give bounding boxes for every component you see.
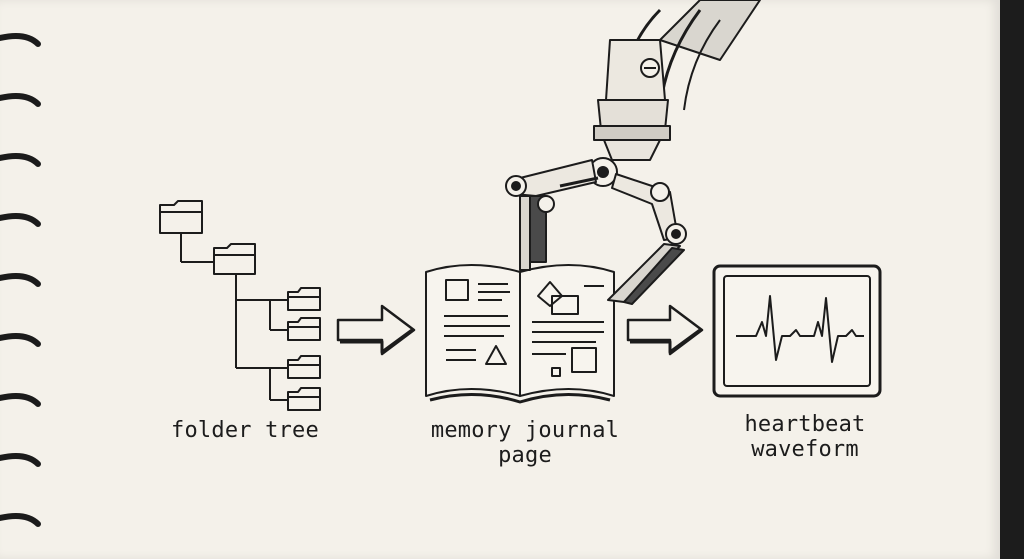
monitor-waveform-icon <box>712 264 882 398</box>
folder-tree <box>159 200 321 411</box>
open-book-icon <box>425 264 615 404</box>
label-folder-tree: folder tree <box>171 418 319 443</box>
folder-icon <box>287 387 321 411</box>
arrow-right-icon <box>626 304 704 356</box>
folder-icon <box>287 317 321 341</box>
folder-icon <box>287 355 321 379</box>
label-heartbeat-waveform: heartbeat waveform <box>744 412 866 463</box>
label-memory-journal-page: memory journal page <box>430 418 620 469</box>
folder-icon <box>287 287 321 311</box>
folder-icon <box>159 200 203 234</box>
folder-icon <box>213 243 256 275</box>
spiral-binding <box>0 33 41 527</box>
robot-gripper-icon <box>505 0 761 305</box>
arrow-right-icon <box>336 304 416 356</box>
